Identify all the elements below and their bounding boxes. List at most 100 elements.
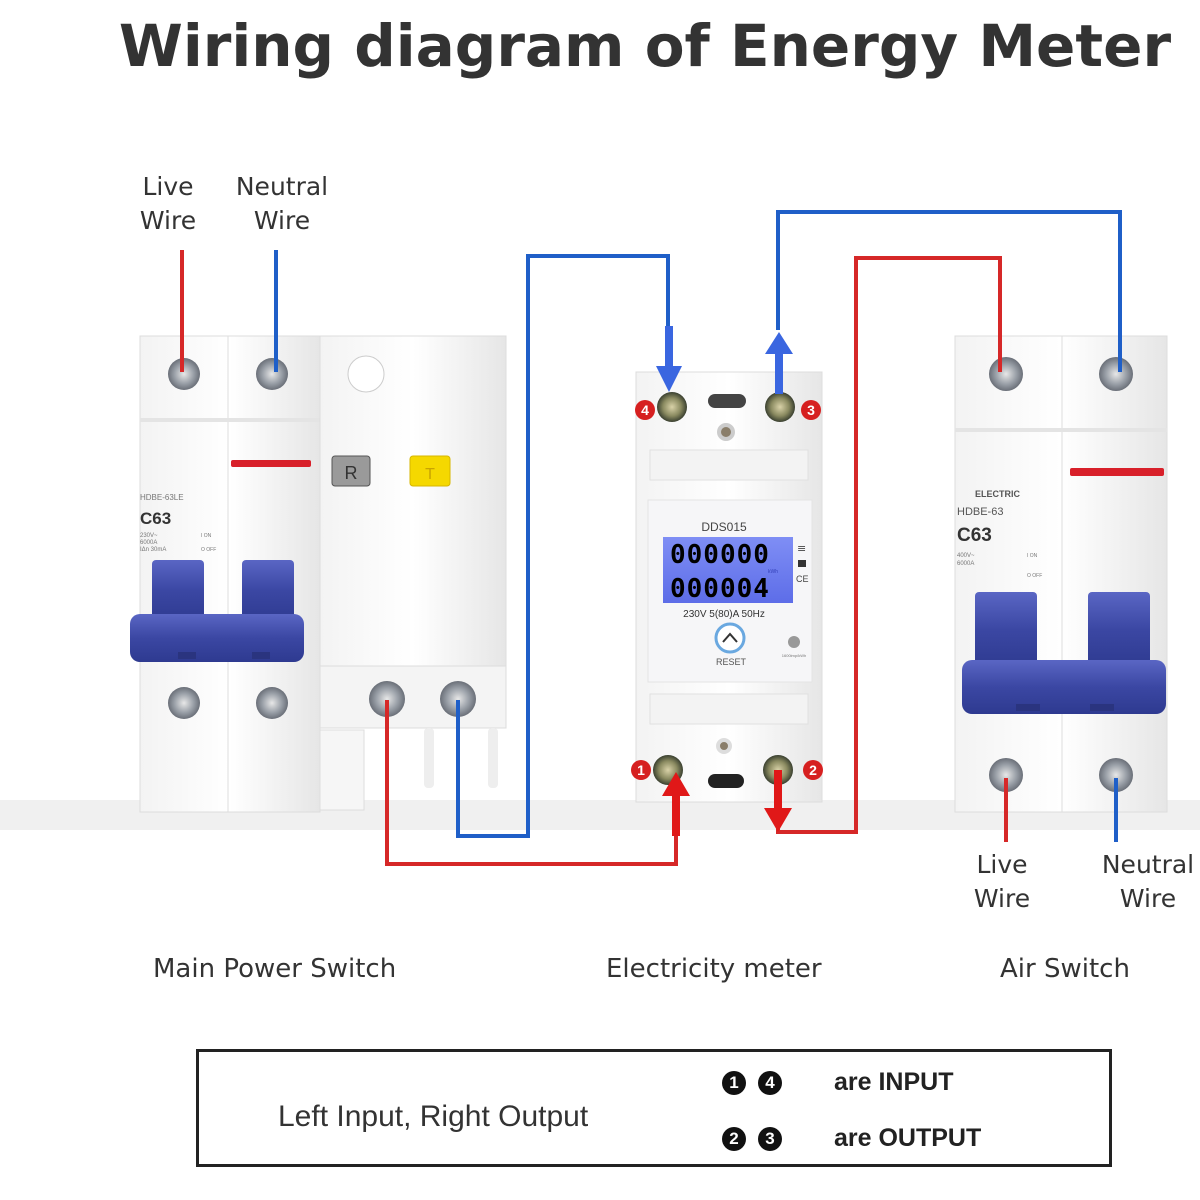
meter-pulse-led: [788, 636, 800, 648]
input-live-wire-label: Live Wire: [128, 170, 208, 238]
output-neutral-wire-label: Neutral Wire: [1092, 848, 1200, 916]
arrow-down-icon: [764, 770, 792, 832]
meter-reset-label: RESET: [716, 657, 747, 667]
meter-square-icon: [798, 560, 806, 567]
air-switch: ELECTRIC HDBE-63 C63 400V~ 6000A I ON O …: [954, 335, 1168, 813]
terminal-1-badge: 1: [631, 760, 651, 780]
rcd-live-out-screw: [369, 681, 405, 717]
arrow-down-icon: [656, 326, 682, 392]
meter-terminal-3-screw: [765, 392, 795, 422]
meter-unit: kWh: [768, 569, 778, 575]
air-switch-red-indicator: [1070, 468, 1164, 476]
main-switch-off-label: O OFF: [201, 547, 216, 553]
arrow-up-icon: [662, 772, 690, 836]
air-switch-body: [954, 335, 1168, 813]
neutral-wire-to-meter-in: [456, 254, 670, 838]
air-switch-live-in-screw: [989, 357, 1023, 391]
meter-top-rail: [649, 449, 809, 481]
output-live-line2: Wire: [973, 884, 1031, 913]
legend-output-num-2: 2: [722, 1126, 746, 1151]
rcd-terminal-block: [319, 665, 507, 729]
main-switch-spec-2: 6000A: [140, 540, 157, 546]
air-switch-spec-2: 6000A: [957, 561, 974, 567]
rcd-pin: [488, 728, 498, 788]
air-switch-on-label: I ON: [1027, 553, 1038, 559]
main-switch-on-label: I ON: [201, 533, 212, 539]
meter-port: [708, 774, 744, 788]
rcd-reset-label: R: [345, 463, 358, 483]
legend-output-row: 2 3 are OUTPUT: [722, 1124, 981, 1153]
electricity-meter-label: Electricity meter: [606, 954, 822, 984]
legend-box: [196, 1049, 1112, 1167]
main-power-switch: HDBE-63LE C63 230V~ 6000A IΔn 30mA I ON …: [130, 335, 507, 813]
main-switch-neutral-in-screw: [256, 358, 288, 390]
rcd-test-button[interactable]: T: [409, 455, 451, 487]
output-neutral-line1: Neutral: [1101, 850, 1195, 879]
page-title: Wiring diagram of Energy Meter: [118, 12, 1172, 80]
input-live-line1: Live: [142, 172, 194, 201]
air-switch-spec-1: 400V~: [957, 553, 975, 559]
main-switch-handle[interactable]: [130, 560, 304, 662]
meter-seal-hole: [716, 738, 732, 754]
meter-terminal-4-screw: [657, 392, 687, 422]
rcd-indicator-window: [347, 355, 385, 393]
chevron-up-icon: [722, 632, 738, 643]
svg-text:1: 1: [637, 762, 645, 778]
electricity-meter: 4 3 1 2 DDS015 000000 kWh 000004 ≡ CE 23…: [631, 371, 823, 803]
output-live-line1: Live: [976, 850, 1028, 879]
rcd-module-body: [319, 335, 507, 667]
output-neutral-line2: Wire: [1119, 884, 1177, 913]
svg-text:3: 3: [807, 402, 815, 418]
meter-led-window: [708, 394, 746, 408]
terminal-2-badge: 2: [803, 760, 823, 780]
legend-output-text: are OUTPUT: [834, 1124, 982, 1152]
legend-output-num-3: 3: [758, 1126, 782, 1151]
air-switch-label: Air Switch: [1000, 954, 1130, 984]
air-switch-live-out-screw: [989, 758, 1023, 792]
main-switch-rating: C63: [140, 509, 171, 528]
legend-input-text: are INPUT: [834, 1068, 954, 1096]
meter-reading-top: 000000: [670, 540, 770, 570]
air-switch-handle[interactable]: [962, 592, 1166, 714]
input-neutral-line2: Wire: [253, 206, 311, 235]
rcd-test-label: T: [425, 466, 435, 483]
air-switch-off-label: O OFF: [1027, 573, 1042, 579]
main-switch-live-in-screw: [168, 358, 200, 390]
air-switch-brand: ELECTRIC: [975, 489, 1021, 499]
meter-reset-button[interactable]: [714, 622, 746, 654]
input-neutral-line1: Neutral: [235, 172, 329, 201]
rcd-side-tab: [319, 729, 365, 811]
legend-input-num-1: 1: [722, 1070, 746, 1095]
main-switch-bottom-screw: [256, 687, 288, 719]
air-switch-rating: C63: [957, 525, 992, 546]
main-power-switch-label: Main Power Switch: [153, 954, 397, 984]
main-switch-ridge: [140, 418, 320, 422]
rcd-neutral-out-screw: [440, 681, 476, 717]
output-live-wire-label: Live Wire: [962, 848, 1042, 916]
air-switch-neutral-in-screw: [1099, 357, 1133, 391]
legend-main-text: Left Input, Right Output: [278, 1100, 589, 1133]
svg-text:4: 4: [641, 402, 649, 418]
main-switch-spec-3: IΔn 30mA: [140, 547, 166, 553]
meter-model: DDS015: [701, 520, 747, 534]
meter-lcd: [663, 537, 793, 603]
terminal-3-badge: 3: [801, 400, 821, 420]
flow-arrows: [656, 326, 793, 836]
air-switch-neutral-out-screw: [1099, 758, 1133, 792]
svg-text:2: 2: [809, 762, 817, 778]
air-switch-model: HDBE-63: [957, 506, 1003, 518]
neutral-wire-to-air-switch: [776, 210, 1122, 372]
meter-seal-hole: [717, 423, 735, 441]
main-switch-bottom-screw: [168, 687, 200, 719]
main-switch-red-indicator: [231, 460, 311, 467]
main-switch-spec-1: 230V~: [140, 533, 158, 539]
rcd-reset-button[interactable]: R: [331, 455, 371, 487]
main-switch-model: HDBE-63LE: [140, 493, 184, 502]
terminal-4-badge: 4: [635, 400, 655, 420]
meter-thermo-icon: ≡: [797, 542, 806, 555]
legend-input-row: 1 4 are INPUT: [722, 1068, 953, 1097]
ce-mark-icon: CE: [796, 574, 809, 584]
meter-spec: 230V 5(80)A 50Hz: [683, 609, 765, 620]
air-switch-ridge: [955, 428, 1167, 432]
